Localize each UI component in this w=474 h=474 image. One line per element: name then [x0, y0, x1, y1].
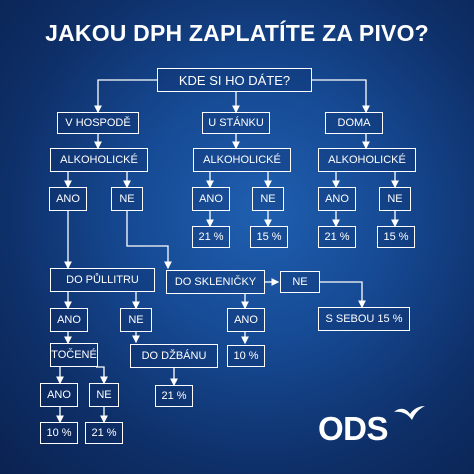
location-stand: U STÁNKU [202, 112, 270, 134]
glass-box: DO SKLENIČKY [166, 270, 265, 294]
half-liter-yes: ANO [50, 308, 88, 332]
stand-alcoholic: ALKOHOLICKÉ [193, 148, 291, 172]
jug-box: DO DŽBÁNU [130, 344, 218, 368]
connector-root-pub [94, 79, 157, 114]
connector-glassno-takeaway [320, 281, 366, 309]
glass-yes: ANO [227, 308, 265, 332]
draft-no-rate: 21 % [85, 422, 123, 444]
location-pub: V HOSPODĚ [57, 112, 139, 134]
pub-yes: ANO [49, 187, 87, 211]
connector-draft-no [96, 366, 108, 385]
home-yes: ANO [318, 187, 356, 211]
connector-pub-no-glass [126, 211, 172, 270]
page-title: JAKOU DPH ZAPLATÍTE ZA PIVO? [45, 20, 429, 46]
home-no: NE [379, 187, 411, 211]
takeaway-box: S SEBOU 15 % [318, 307, 410, 331]
stand-yes: ANO [192, 187, 230, 211]
stand-yes-rate: 21 % [192, 226, 230, 248]
half-liter-box: DO PŮLLITRU [50, 268, 155, 292]
ods-logo: ODS [318, 410, 389, 447]
stand-no-rate: 15 % [250, 226, 288, 248]
pub-alcoholic: ALKOHOLICKÉ [50, 148, 148, 172]
draft-box: TOČENÉ [50, 343, 98, 367]
question-box: KDE SI HO DÁTE? [157, 68, 312, 92]
jug-rate: 21 % [155, 385, 193, 407]
location-home: DOMA [325, 112, 383, 134]
draft-yes-rate: 10 % [40, 422, 78, 444]
draft-yes: ANO [40, 383, 78, 407]
home-alcoholic: ALKOHOLICKÉ [318, 148, 416, 172]
glass-yes-rate: 10 % [227, 345, 265, 367]
connector-root-home [312, 79, 370, 114]
stand-no: NE [252, 187, 284, 211]
draft-no: NE [89, 383, 119, 407]
glass-no: NE [280, 271, 320, 293]
home-yes-rate: 21 % [318, 226, 356, 248]
half-liter-no: NE [120, 308, 152, 332]
pub-no: NE [111, 187, 143, 211]
home-no-rate: 15 % [377, 226, 415, 248]
bird-icon [394, 406, 425, 420]
